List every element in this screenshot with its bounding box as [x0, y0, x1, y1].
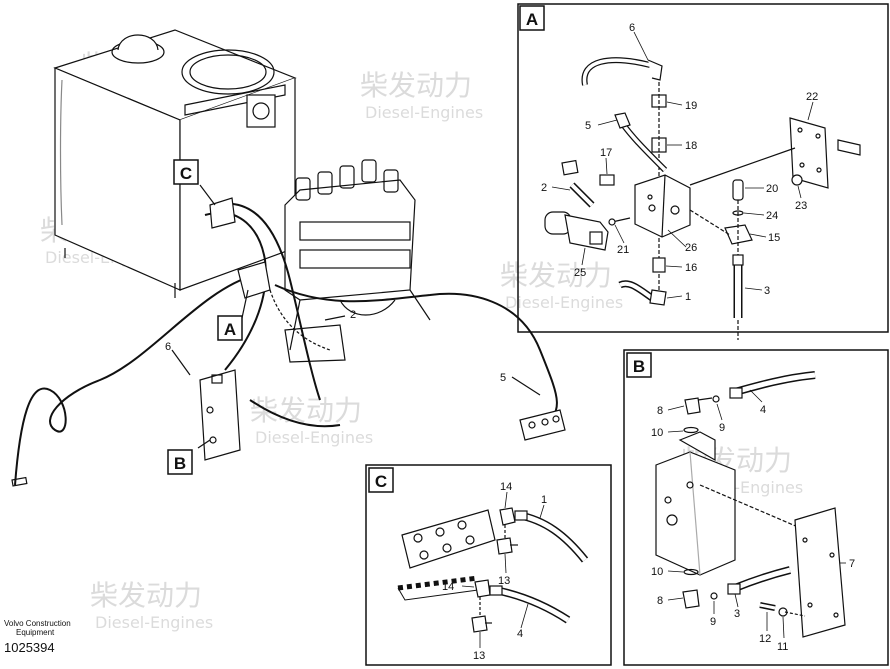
company-line-1: Volvo Construction [4, 619, 71, 628]
part-label: 3 [734, 608, 740, 620]
part-label: 15 [768, 232, 780, 244]
part-label: 8 [657, 405, 663, 417]
part-label: 20 [766, 183, 778, 195]
drawing-number: 1025394 [4, 640, 55, 655]
part-label: 16 [685, 262, 697, 274]
detail-a-part-labels: 6 19 5 18 17 2 20 24 15 21 26 25 16 1 3 … [541, 22, 818, 303]
callout-b[interactable]: B [167, 449, 193, 475]
part-label: 8 [657, 595, 663, 607]
control-valve [284, 159, 431, 363]
detail-c-label: C [375, 472, 387, 491]
part-label: 10 [651, 566, 663, 578]
part-label: 26 [685, 242, 697, 254]
part-label: 5 [585, 120, 591, 132]
detail-b-part-labels: 8 9 4 10 7 10 8 9 3 12 11 [651, 404, 855, 653]
detail-c-panel: C [365, 464, 612, 666]
part-label: 1 [685, 291, 691, 303]
part-label: 24 [766, 210, 778, 222]
svg-text:柴发动力: 柴发动力 [360, 69, 472, 102]
part-label: 14 [442, 581, 454, 593]
callout-c[interactable]: C [173, 159, 199, 185]
footer-company: Volvo Construction Equipment [4, 619, 71, 637]
part-label: 4 [760, 404, 766, 416]
detail-a-label: A [526, 10, 538, 29]
svg-text:Diesel-Engines: Diesel-Engines [505, 293, 623, 312]
part-label: 10 [651, 427, 663, 439]
svg-text:Diesel-Engines: Diesel-Engines [95, 613, 213, 632]
part-label: 18 [685, 140, 697, 152]
svg-text:C: C [180, 164, 192, 183]
small-manifold [519, 409, 566, 441]
block-a-main [237, 261, 271, 299]
part-label: 14 [500, 481, 512, 493]
label-2: 2 [350, 309, 356, 321]
part-label: 13 [498, 575, 510, 587]
part-label: 21 [617, 244, 629, 256]
part-label: 9 [710, 616, 716, 628]
part-label: 22 [806, 91, 818, 103]
svg-text:柴发动力: 柴发动力 [500, 259, 612, 292]
part-label: 17 [600, 147, 612, 159]
part-label: 3 [764, 285, 770, 297]
block-b-main [199, 369, 241, 461]
part-label: 9 [719, 422, 725, 434]
company-line-2: Equipment [16, 628, 55, 637]
part-label: 6 [629, 22, 635, 34]
part-label: 19 [685, 100, 697, 112]
part-label: 1 [541, 494, 547, 506]
svg-text:Diesel-Engines: Diesel-Engines [255, 428, 373, 447]
svg-text:柴发动力: 柴发动力 [90, 579, 202, 612]
svg-text:B: B [174, 454, 186, 473]
detail-c-part-labels: 14 1 13 14 13 4 [442, 481, 547, 662]
part-label: 25 [574, 267, 586, 279]
hydraulic-tank [53, 29, 297, 298]
label-5: 5 [500, 372, 506, 384]
part-label: 23 [795, 200, 807, 212]
main-assembly [11, 29, 566, 487]
svg-text:A: A [224, 320, 236, 339]
part-label: 2 [541, 182, 547, 194]
part-label: 13 [473, 650, 485, 662]
label-6: 6 [165, 341, 171, 353]
part-label: 4 [517, 628, 523, 640]
part-label: 12 [759, 633, 771, 645]
detail-b-label: B [633, 357, 645, 376]
part-label: 7 [849, 558, 855, 570]
detail-b-panel: B [623, 349, 889, 666]
callout-a[interactable]: A [217, 315, 243, 341]
detail-a-panel: A [517, 3, 889, 340]
part-label: 11 [777, 641, 788, 653]
svg-text:Diesel-Engines: Diesel-Engines [365, 103, 483, 122]
